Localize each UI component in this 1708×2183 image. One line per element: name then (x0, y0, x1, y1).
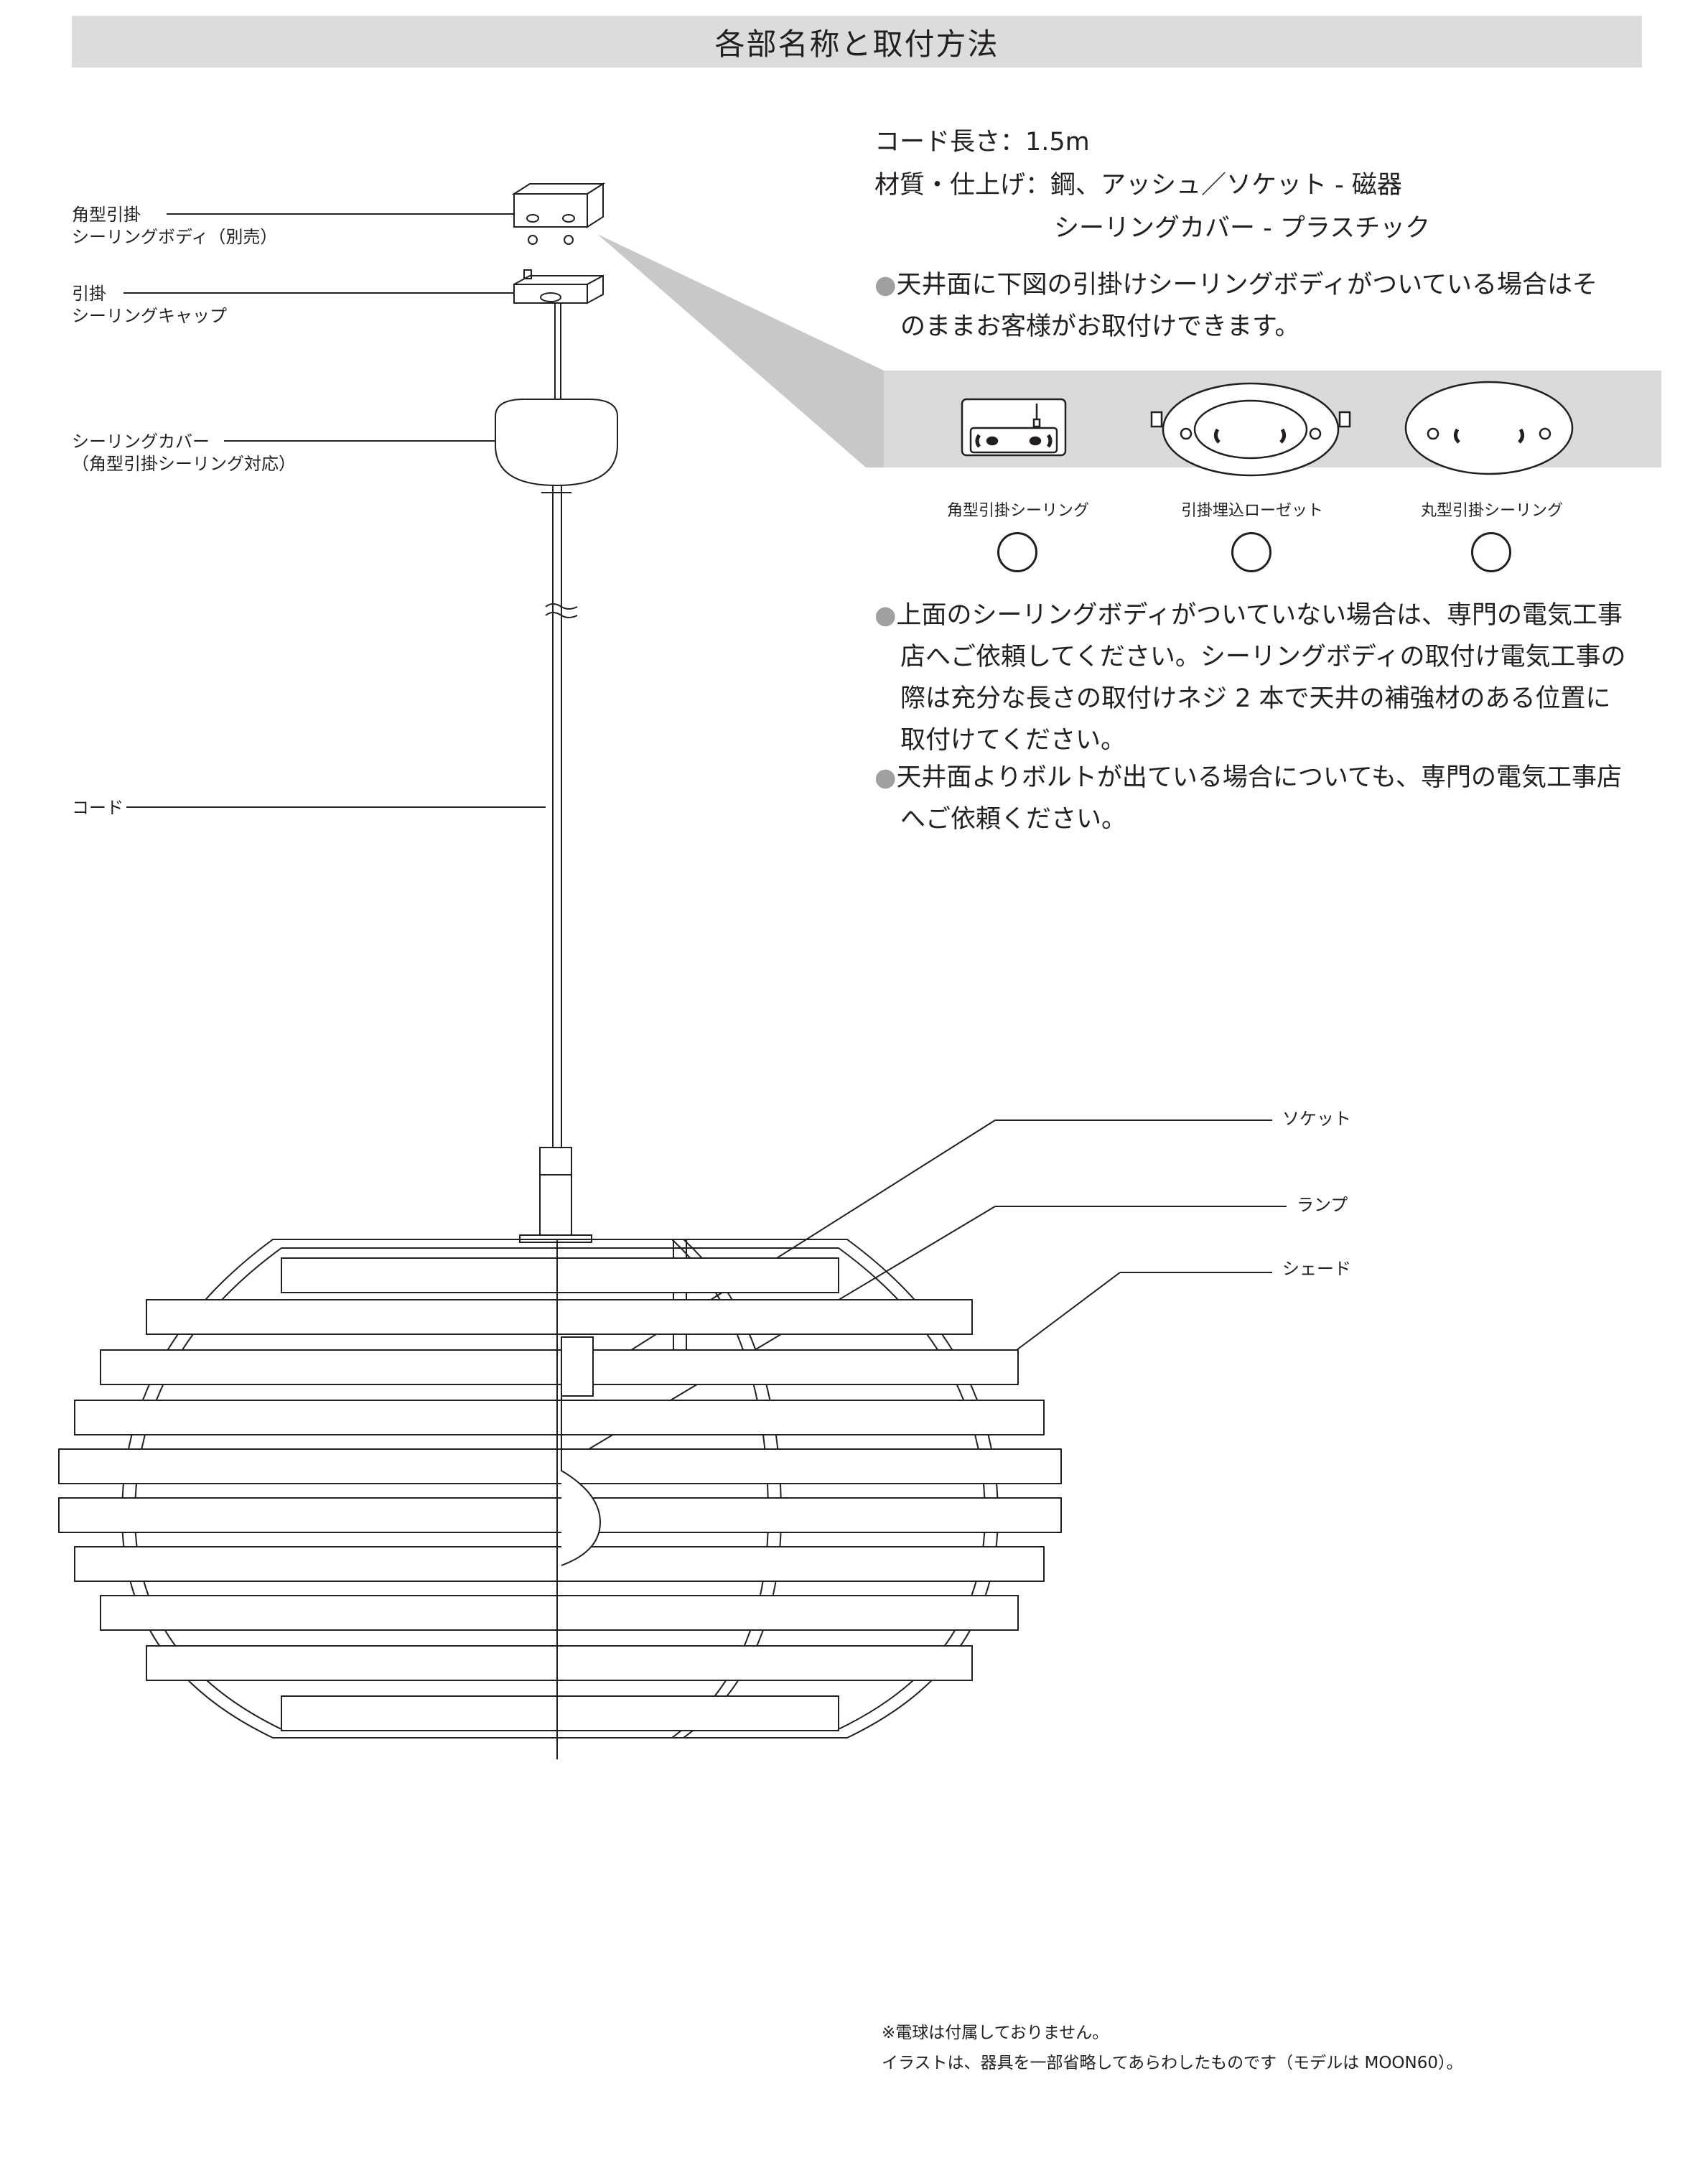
label-ceiling-cover: シーリングカバー （角型引掛シーリング対応） (72, 431, 296, 475)
ceiling-body-icon (511, 182, 606, 245)
socket-body (561, 1336, 594, 1397)
circle-ok-icon (1231, 532, 1271, 572)
note-text: へご依頼ください。 (900, 805, 1127, 834)
callout-wedge (597, 234, 884, 467)
footnote-bulb: ※電球は付属しておりません。 (882, 2024, 1109, 2042)
label-text: シーリングキャップ (72, 306, 227, 326)
label-lamp: ランプ (1297, 1195, 1348, 1215)
note-text: 天井面よりボルトが出ている場合についても、専門の電気工事店 (896, 763, 1622, 792)
embedded-rosette-icon (1150, 382, 1351, 477)
ceiling-cap-icon (513, 269, 604, 304)
bullet-icon: ● (874, 601, 897, 630)
leader-socket-diag (574, 1120, 996, 1387)
title-bar: 各部名称と取付方法 (72, 16, 1642, 68)
round-ceiling-icon (1404, 381, 1574, 475)
bullet-icon: ● (874, 763, 897, 792)
note-existing-ceiling: ●天井面に下図の引掛けシーリングボディがついている場合はそ のままお客様がお取付… (874, 264, 1597, 348)
label-ceiling-body: 角型引掛 シーリングボディ（別売） (72, 204, 277, 248)
spec-block: コード長さ：1.5m 材質・仕上げ：鋼、アッシュ／ソケット - 磁器 シーリング… (874, 121, 1430, 250)
label-socket: ソケット (1282, 1109, 1351, 1129)
type-label-round: 丸型引掛シーリング (1420, 502, 1563, 520)
shade-slats (58, 1257, 1062, 1731)
cord-break-icon (545, 603, 578, 618)
page-title: 各部名称と取付方法 (714, 26, 999, 62)
note-text: 取付けてください。 (900, 726, 1126, 755)
type-label-embedded: 引掛埋込ローゼット (1180, 502, 1323, 520)
footnote-block: ※電球は付属しておりません。 イラストは、器具を一部省略してあらわしたものです（… (882, 2018, 1463, 2078)
material-spec: 材質・仕上げ：鋼、アッシュ／ソケット - 磁器 (874, 171, 1402, 200)
label-text: シーリングカバー (72, 432, 210, 452)
label-ceiling-cap: 引掛 シーリングキャップ (72, 283, 227, 327)
footnote-illustration: イラストは、器具を一部省略してあらわしたものです（モデルは MOON60）。 (882, 2054, 1463, 2072)
material-spec-cont: シーリングカバー - プラスチック (1054, 214, 1431, 243)
type-label-square: 角型引掛シーリング (946, 502, 1089, 520)
cord-length-spec: コード長さ：1.5m (874, 128, 1090, 157)
label-shade: シェード (1282, 1259, 1351, 1279)
note-no-ceiling-body: ●上面のシーリングボディがついていない場合は、専門の電気工事 店へご依頼してくだ… (874, 595, 1625, 761)
note-text: 店へご依頼してください。シーリングボディの取付け電気工事の (900, 643, 1626, 671)
lamp-bulb (561, 1396, 602, 1566)
label-text: （角型引掛シーリング対応） (72, 454, 296, 474)
ceiling-cover-icon (495, 399, 618, 487)
label-cord: コード (72, 798, 123, 818)
note-text: 天井面に下図の引掛けシーリングボディがついている場合はそ (896, 271, 1598, 299)
note-bolt: ●天井面よりボルトが出ている場合についても、専門の電気工事店 へご依頼ください。 (874, 757, 1622, 840)
ceiling-type-icons (961, 381, 1574, 477)
note-text: 際は充分な長さの取付けネジ 2 本で天井の補強材のある位置に (900, 684, 1611, 713)
leader-shade-diag (1004, 1272, 1121, 1359)
label-text: 角型引掛 (72, 205, 141, 225)
label-text: シーリングボディ（別売） (72, 227, 278, 247)
label-text: 引掛 (72, 284, 106, 304)
note-text: 上面のシーリングボディがついていない場合は、専門の電気工事 (896, 601, 1623, 630)
circle-ok-icon (997, 532, 1037, 572)
cord-bushing (539, 1147, 572, 1240)
note-text: のままお客様がお取付けできます。 (900, 312, 1300, 341)
bullet-icon: ● (874, 271, 897, 299)
square-ceiling-icon (961, 398, 1067, 457)
circle-ok-icon (1471, 532, 1511, 572)
